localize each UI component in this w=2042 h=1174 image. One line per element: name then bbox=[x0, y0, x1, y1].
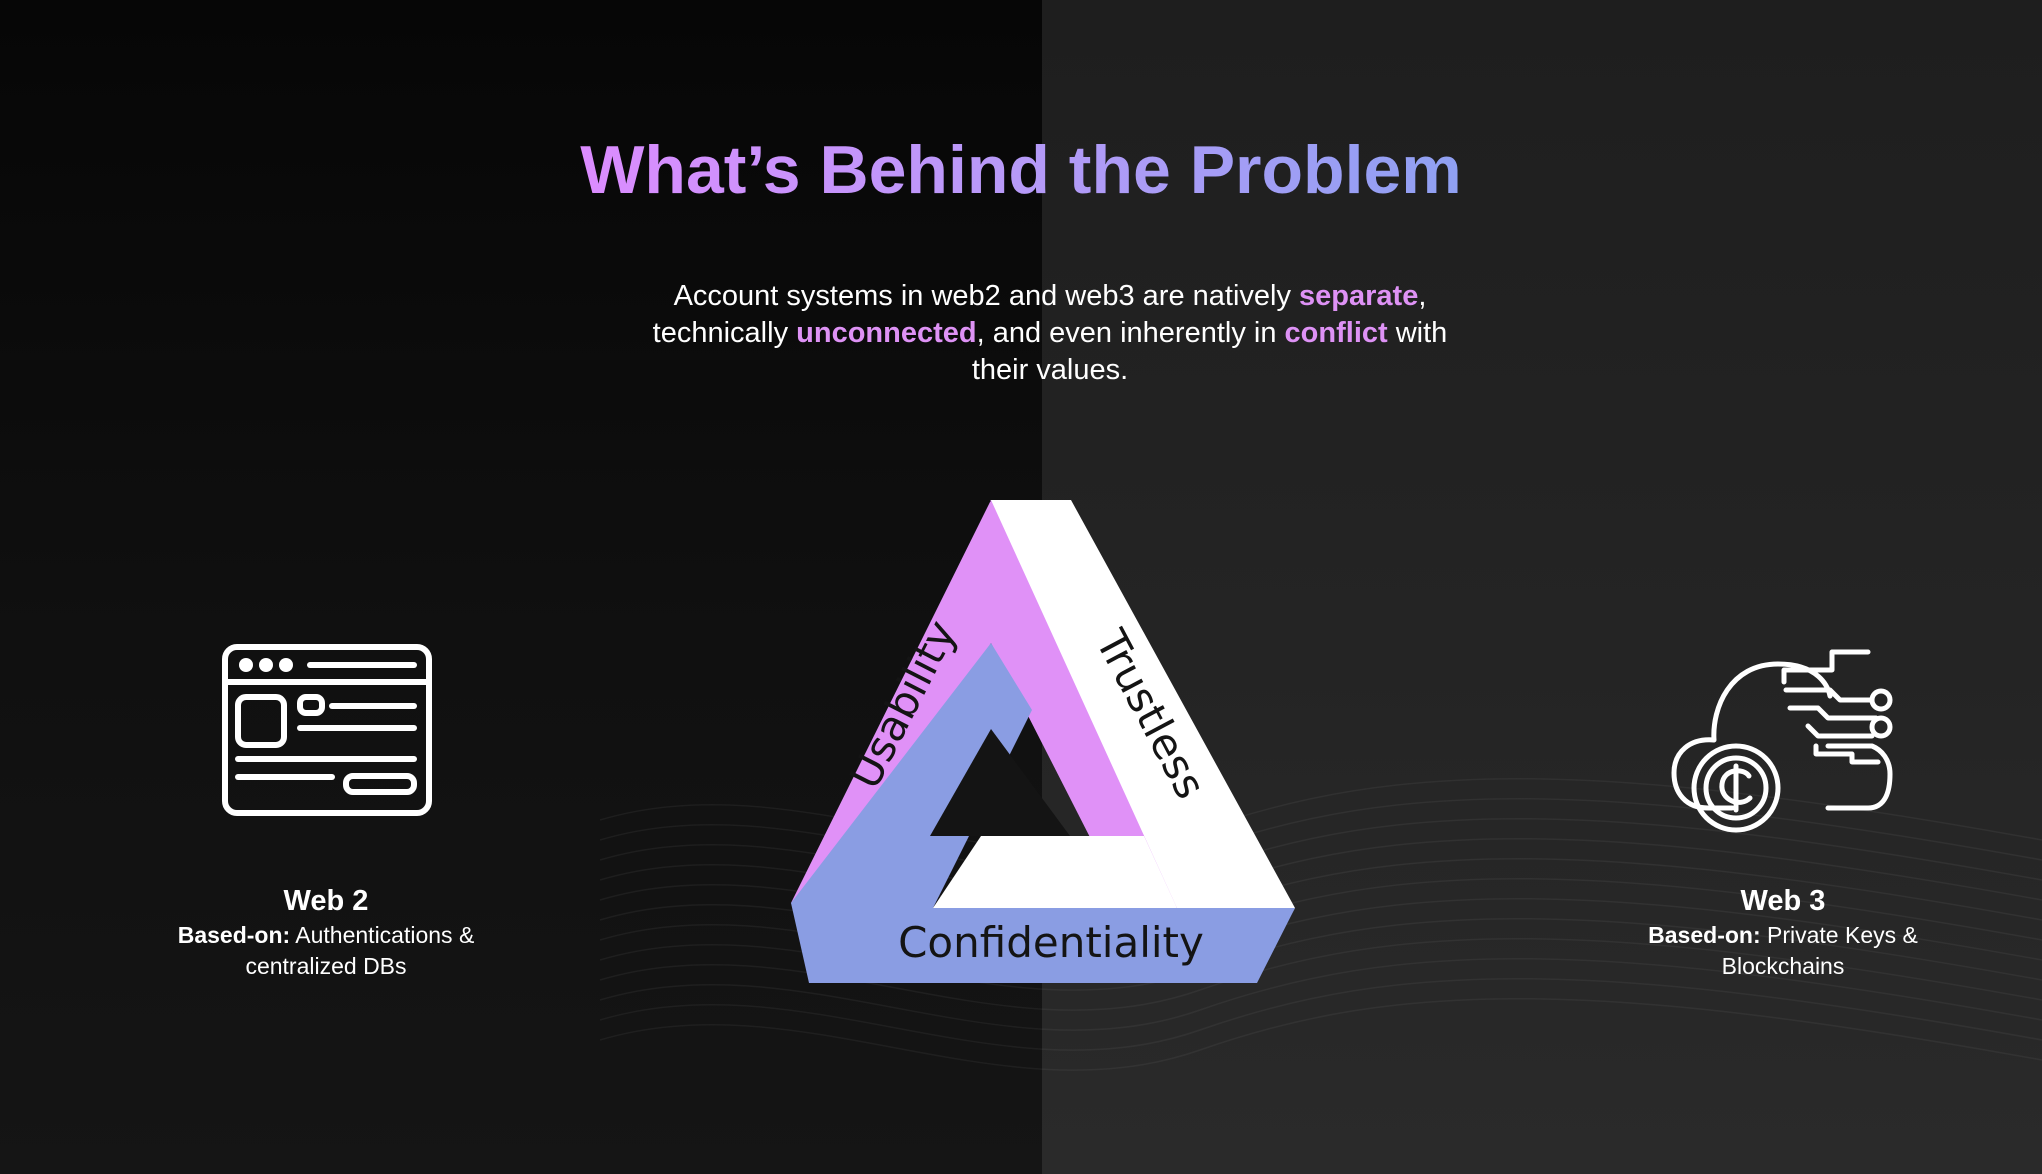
slide-subtitle: Account systems in web2 and web3 are nat… bbox=[652, 280, 1448, 386]
highlight-unconnected: unconnected bbox=[796, 317, 977, 349]
web2-name: Web 2 bbox=[283, 885, 369, 917]
triangle-inner-hole bbox=[930, 729, 1070, 836]
web2-label: Web 2 Based-on: Authentications & centra… bbox=[116, 882, 536, 982]
slide-title: What’s Behind the Problem bbox=[580, 132, 1462, 208]
browser-window-icon bbox=[222, 644, 432, 816]
triangle-right-inner-face bbox=[991, 500, 1177, 908]
highlight-separate: separate bbox=[1299, 280, 1419, 312]
penrose-triangle-diagram: Usability Trustless Confidentiality bbox=[791, 500, 1295, 983]
triangle-bottom-side bbox=[791, 643, 1295, 983]
web2-based-on: Based-on: Authentications & bbox=[177, 922, 475, 948]
web3-based-on: Based-on: Private Keys & bbox=[1648, 922, 1918, 948]
web2-based-on-line2: centralized DBs bbox=[245, 953, 407, 979]
web3-based-on-line2: Blockchains bbox=[1721, 953, 1845, 979]
cloud-crypto-coin-icon bbox=[1671, 649, 1893, 833]
highlight-conflict: conflict bbox=[1284, 317, 1388, 349]
web3-name: Web 3 bbox=[1740, 885, 1826, 917]
triangle-bottom-right-face bbox=[933, 836, 1177, 908]
triangle-bottom-label: Confidentiality bbox=[898, 918, 1204, 967]
triangle-right-side bbox=[991, 500, 1295, 940]
web3-label: Web 3 Based-on: Private Keys & Blockchai… bbox=[1573, 882, 1993, 982]
